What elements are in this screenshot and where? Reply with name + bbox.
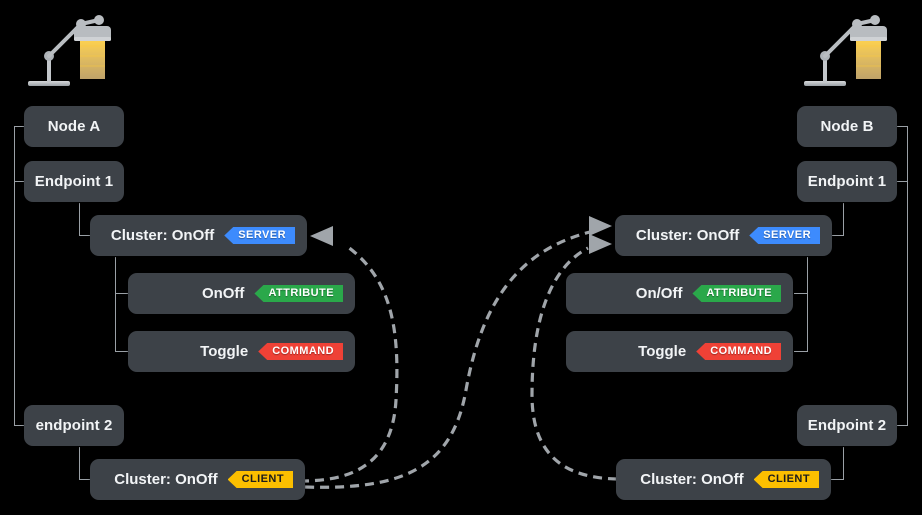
node-b-box[interactable]: Node B bbox=[797, 106, 897, 147]
endpoint-1-box-left[interactable]: Endpoint 1 bbox=[24, 161, 124, 202]
attribute-row-right-label: On/Off bbox=[635, 285, 683, 302]
attribute-row-right[interactable]: On/Off ATTRIBUTE bbox=[566, 273, 793, 314]
server-badge-left: SERVER bbox=[224, 227, 295, 244]
tree-line-left-command bbox=[115, 351, 128, 352]
tree-line-left-spine bbox=[14, 126, 15, 425]
tree-line-right-ep1-to-cluster bbox=[831, 235, 844, 236]
command-row-right-label: Toggle bbox=[638, 343, 687, 360]
tree-line-left-ep1 bbox=[14, 181, 25, 182]
cluster-onoff-client-left[interactable]: Cluster: OnOff CLIENT bbox=[90, 459, 305, 500]
tree-line-right-spine bbox=[907, 126, 908, 425]
tree-line-right-ep2 bbox=[897, 425, 908, 426]
endpoint-1-label-right: Endpoint 1 bbox=[807, 173, 887, 190]
server-badge-right: SERVER bbox=[749, 227, 820, 244]
attribute-row-left[interactable]: OnOff ATTRIBUTE bbox=[128, 273, 355, 314]
cluster-onoff-server-right-label: Cluster: OnOff bbox=[635, 227, 740, 244]
tree-line-left-node bbox=[14, 126, 25, 127]
cluster-onoff-client-left-label: Cluster: OnOff bbox=[114, 471, 218, 488]
cluster-onoff-server-left[interactable]: Cluster: OnOff SERVER bbox=[90, 215, 307, 256]
desk-lamp-icon-left bbox=[22, 6, 122, 96]
cluster-onoff-server-left-label: Cluster: OnOff bbox=[110, 227, 215, 244]
cluster-onoff-client-right-label: Cluster: OnOff bbox=[640, 471, 744, 488]
tree-line-right-node bbox=[897, 126, 908, 127]
command-row-left-label: Toggle bbox=[200, 343, 249, 360]
arrowhead-into-left-server bbox=[310, 226, 333, 246]
attribute-badge-left: ATTRIBUTE bbox=[254, 285, 343, 302]
tree-line-right-cluster-spine bbox=[807, 257, 808, 351]
command-badge-left: COMMAND bbox=[258, 343, 343, 360]
tree-line-left-ep1-drop bbox=[79, 203, 80, 235]
attribute-row-left-label: OnOff bbox=[201, 285, 245, 302]
arrowhead-into-right-server-top bbox=[589, 216, 612, 236]
command-row-left[interactable]: Toggle COMMAND bbox=[128, 331, 355, 372]
client-badge-left: CLIENT bbox=[227, 471, 293, 488]
tree-line-left-cluster-spine bbox=[115, 257, 116, 351]
desk-lamp-icon-right bbox=[798, 6, 898, 96]
tree-line-left-ep1-to-cluster bbox=[79, 235, 91, 236]
command-row-right[interactable]: Toggle COMMAND bbox=[566, 331, 793, 372]
tree-line-right-ep1-drop bbox=[843, 203, 844, 235]
cluster-onoff-server-right[interactable]: Cluster: OnOff SERVER bbox=[615, 215, 832, 256]
attribute-badge-right: ATTRIBUTE bbox=[692, 285, 781, 302]
node-b-label: Node B bbox=[820, 118, 874, 135]
endpoint-1-label-left: Endpoint 1 bbox=[34, 173, 114, 190]
cluster-onoff-client-right[interactable]: Cluster: OnOff CLIENT bbox=[616, 459, 831, 500]
client-badge-right: CLIENT bbox=[753, 471, 819, 488]
node-a-box[interactable]: Node A bbox=[24, 106, 124, 147]
tree-line-left-ep2-to-cluster bbox=[79, 479, 91, 480]
endpoint-1-box-right[interactable]: Endpoint 1 bbox=[797, 161, 897, 202]
tree-line-right-ep2-drop bbox=[843, 447, 844, 479]
tree-line-right-ep1 bbox=[897, 181, 908, 182]
tree-line-left-ep2 bbox=[14, 425, 25, 426]
tree-line-left-attribute bbox=[115, 293, 128, 294]
arrowhead-into-right-server-bottom bbox=[589, 234, 612, 254]
endpoint-2-label-right: Endpoint 2 bbox=[807, 417, 887, 434]
tree-line-right-ep2-to-cluster bbox=[831, 479, 844, 480]
endpoint-2-box-left[interactable]: endpoint 2 bbox=[24, 405, 124, 446]
command-badge-right: COMMAND bbox=[696, 343, 781, 360]
node-a-label: Node A bbox=[47, 118, 101, 135]
tree-line-right-command bbox=[794, 351, 808, 352]
tree-line-left-ep2-drop bbox=[79, 447, 80, 479]
endpoint-2-box-right[interactable]: Endpoint 2 bbox=[797, 405, 897, 446]
endpoint-2-label-left: endpoint 2 bbox=[35, 417, 113, 434]
tree-line-right-attribute bbox=[794, 293, 808, 294]
